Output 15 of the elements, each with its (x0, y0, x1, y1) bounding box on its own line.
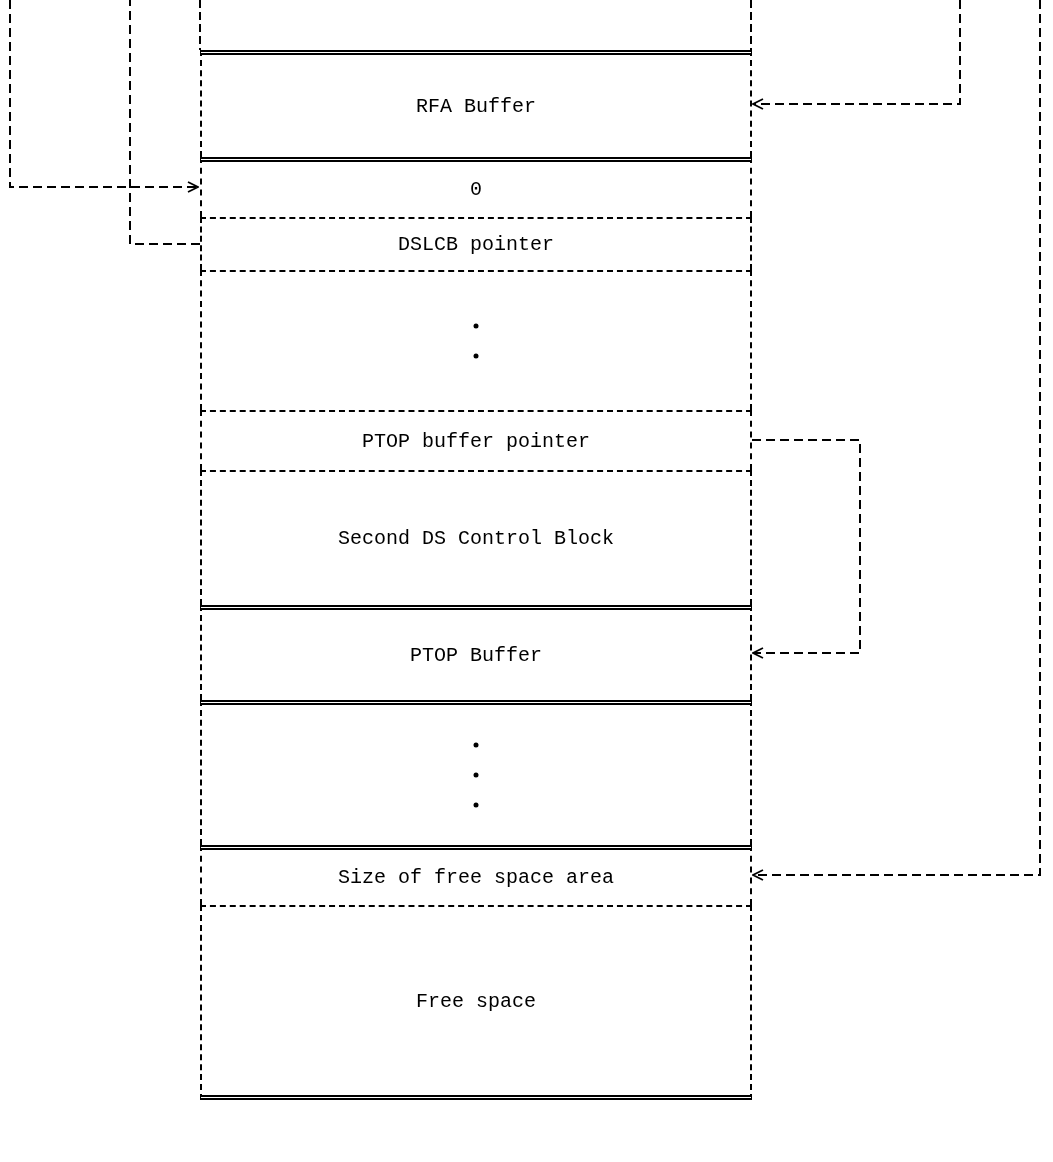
arrow (751, 439, 861, 659)
connector-line (129, 0, 201, 245)
memory-segment (200, 157, 752, 217)
memory-segment (200, 605, 752, 700)
arrow (752, 0, 1041, 881)
memory-segment (200, 410, 752, 470)
memory-segment (200, 270, 752, 410)
memory-segment (200, 217, 752, 270)
memory-segment (200, 470, 752, 605)
arrow (752, 0, 961, 110)
memory-segment (200, 845, 752, 905)
arrow (9, 0, 199, 193)
memory-segment (200, 50, 752, 157)
memory-segment (200, 905, 752, 1100)
memory-segment (200, 700, 752, 845)
